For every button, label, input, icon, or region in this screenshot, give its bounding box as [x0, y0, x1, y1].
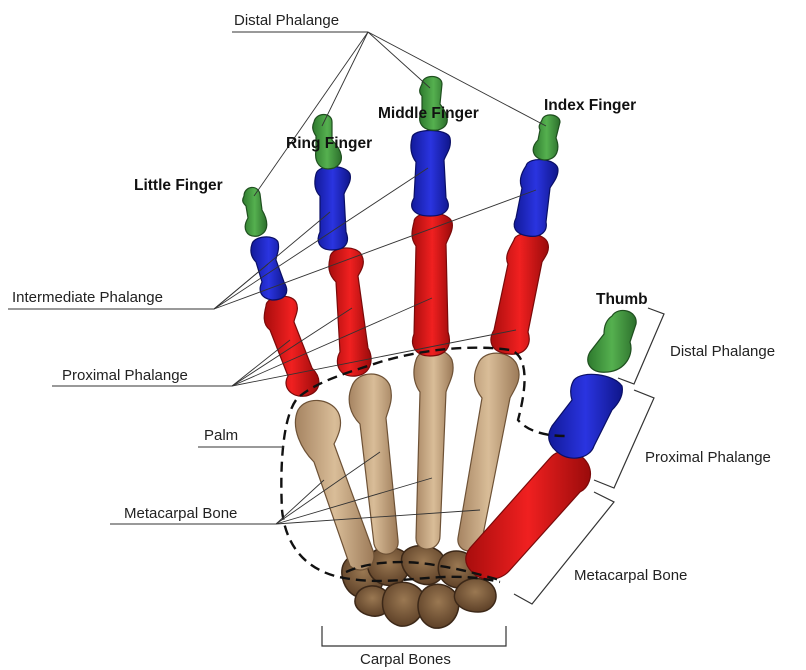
carpal-bone: [454, 578, 496, 612]
label-little-finger: Little Finger: [134, 177, 223, 194]
label-carpal-bones: Carpal Bones: [360, 651, 451, 668]
intermediate-phalanx-ring: [315, 167, 351, 251]
intermediate-phalanx-little: [251, 237, 287, 300]
label-ring-finger: Ring Finger: [286, 135, 372, 152]
label-proximal-phalange-right: Proximal Phalange: [645, 449, 771, 466]
intermediate-phalanx-index: [514, 160, 558, 237]
carpal-bones-bracket: [322, 626, 506, 646]
proximal-phalanx-little: [264, 296, 319, 396]
proximal-phalanx-ring: [329, 248, 371, 376]
label-middle-finger: Middle Finger: [378, 105, 479, 122]
label-metacarpal-bone-left: Metacarpal Bone: [124, 505, 237, 522]
intermediate-phalanx-middle: [411, 131, 451, 217]
carpal-bone: [418, 584, 459, 628]
label-index-finger: Index Finger: [544, 97, 636, 114]
proximal-phalanx-index: [491, 234, 548, 355]
label-distal-phalange-top: Distal Phalange: [234, 12, 339, 29]
label-palm: Palm: [204, 427, 238, 444]
label-metacarpal-bone-right: Metacarpal Bone: [574, 567, 687, 584]
distal-phalanx-thumb: [588, 310, 636, 372]
label-proximal-phalange-left: Proximal Phalange: [62, 367, 188, 384]
label-thumb: Thumb: [596, 291, 648, 308]
proximal-phalanx-thumb: [549, 374, 623, 458]
distal-phalanx-middle: [420, 77, 448, 131]
label-intermediate-phalange: Intermediate Phalange: [12, 289, 163, 306]
label-distal-phalange-right: Distal Phalange: [670, 343, 775, 360]
proximal-phalanx-middle: [412, 213, 452, 356]
metacarpal-middle: [414, 350, 453, 550]
metacarpals-group: [295, 350, 590, 580]
